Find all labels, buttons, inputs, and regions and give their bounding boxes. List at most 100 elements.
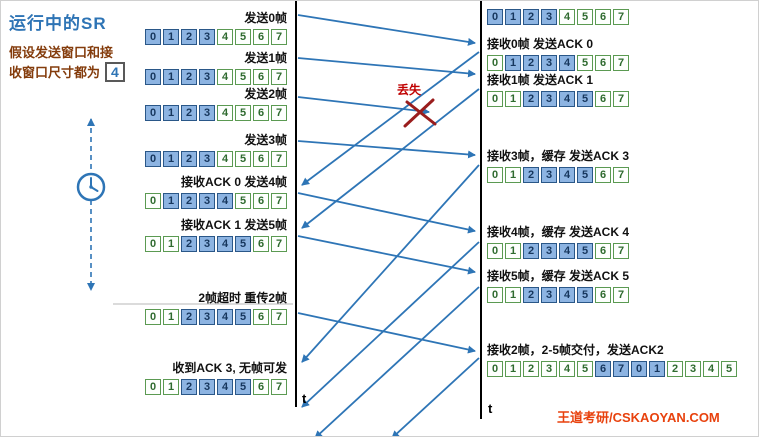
frame-cell: 4 <box>559 167 575 183</box>
frame-cell: 0 <box>487 167 503 183</box>
event-label: 发送0帧 <box>244 11 287 25</box>
frame-cell: 7 <box>271 69 287 85</box>
frame-cell: 0 <box>487 91 503 107</box>
frame-cell: 6 <box>595 287 611 303</box>
frame-cell: 4 <box>217 105 233 121</box>
frame-cell: 7 <box>271 29 287 45</box>
frame1-arrow <box>297 57 476 78</box>
frame-cell: 7 <box>271 309 287 325</box>
frame-cell: 5 <box>577 361 593 377</box>
frame-cell: 6 <box>253 309 269 325</box>
frame4-arrow <box>297 192 476 234</box>
frame-cell: 7 <box>271 105 287 121</box>
frame-cell: 1 <box>163 105 179 121</box>
frame-cell: 0 <box>487 243 503 259</box>
frame-cell: 3 <box>199 379 215 395</box>
frame-cell: 0 <box>145 69 161 85</box>
frame-cell: 1 <box>505 361 521 377</box>
frame-cell: 2 <box>523 243 539 259</box>
frame-cell: 2 <box>181 69 197 85</box>
event-label: 接收ACK 1 发送5帧 <box>180 218 287 232</box>
frame-cell: 1 <box>163 29 179 45</box>
frame-cell: 5 <box>235 29 251 45</box>
frame-cell: 7 <box>271 379 287 395</box>
event-label: 接收1帧 发送ACK 1 <box>487 73 594 87</box>
frame-cell: 3 <box>541 55 557 71</box>
frame-cell: 2 <box>181 193 197 209</box>
frame-cell: 1 <box>163 379 179 395</box>
frame-cell: 0 <box>145 309 161 325</box>
frame-cell: 5 <box>235 69 251 85</box>
frame-cell: 1 <box>505 91 521 107</box>
frame-cell: 1 <box>505 55 521 71</box>
event-label: 接收0帧 发送ACK 0 <box>487 37 594 51</box>
event-label: 2帧超时 重传2帧 <box>198 291 287 305</box>
frame-cell: 2 <box>523 55 539 71</box>
frame-cell: 5 <box>577 243 593 259</box>
event-label: 接收2帧，2-5帧交付，发送ACK2 <box>487 343 664 357</box>
frame-cell: 7 <box>271 236 287 252</box>
ack2-arrow <box>391 357 480 436</box>
frame-cell: 3 <box>541 287 557 303</box>
frame-cell: 6 <box>595 9 611 25</box>
event-label: 接收4帧，缓存 发送ACK 4 <box>487 225 630 239</box>
frame-cell: 5 <box>577 55 593 71</box>
frame-cell: 7 <box>271 193 287 209</box>
frame-cell: 3 <box>541 91 557 107</box>
frame-cell: 6 <box>253 236 269 252</box>
frame-cell: 2 <box>181 309 197 325</box>
frame-cell: 0 <box>487 361 503 377</box>
event-label: 收到ACK 3, 无帧可发 <box>172 361 287 375</box>
frame-cell: 1 <box>505 167 521 183</box>
frame-cell: 7 <box>613 91 629 107</box>
frame-cell: 1 <box>649 361 665 377</box>
frame-cell: 4 <box>703 361 719 377</box>
frame-cell: 3 <box>199 193 215 209</box>
frame3-arrow <box>297 140 476 159</box>
frame-cell: 4 <box>559 287 575 303</box>
frame-cell: 0 <box>145 105 161 121</box>
frame-cell: 5 <box>235 236 251 252</box>
frame-cell: 1 <box>505 287 521 303</box>
frame-cell: 6 <box>595 167 611 183</box>
timer-interval <box>76 118 106 291</box>
event-label: 发送2帧 <box>244 87 287 101</box>
ack0-arrow <box>301 51 480 186</box>
frame-cell: 4 <box>217 379 233 395</box>
frame-cell: 3 <box>199 309 215 325</box>
frame-cell: 3 <box>541 243 557 259</box>
frame-cell: 5 <box>235 105 251 121</box>
event-label: 发送3帧 <box>244 133 287 147</box>
frame-cell: 0 <box>145 236 161 252</box>
sender-time-axis-label: t <box>302 391 307 406</box>
note-line1: 假设发送窗口和接 <box>9 45 114 60</box>
frame-cell: 6 <box>253 193 269 209</box>
frame-cell: 1 <box>505 9 521 25</box>
frame-cell: 3 <box>199 151 215 167</box>
frame0-arrow <box>297 14 476 46</box>
frame-cell: 5 <box>235 309 251 325</box>
frame-cell: 7 <box>613 243 629 259</box>
frame-cell: 4 <box>217 151 233 167</box>
frame-cell: 5 <box>235 193 251 209</box>
frame-cell: 3 <box>199 29 215 45</box>
frame-cell: 0 <box>487 287 503 303</box>
frame-cell: 4 <box>217 29 233 45</box>
frame-cell: 6 <box>595 361 611 377</box>
